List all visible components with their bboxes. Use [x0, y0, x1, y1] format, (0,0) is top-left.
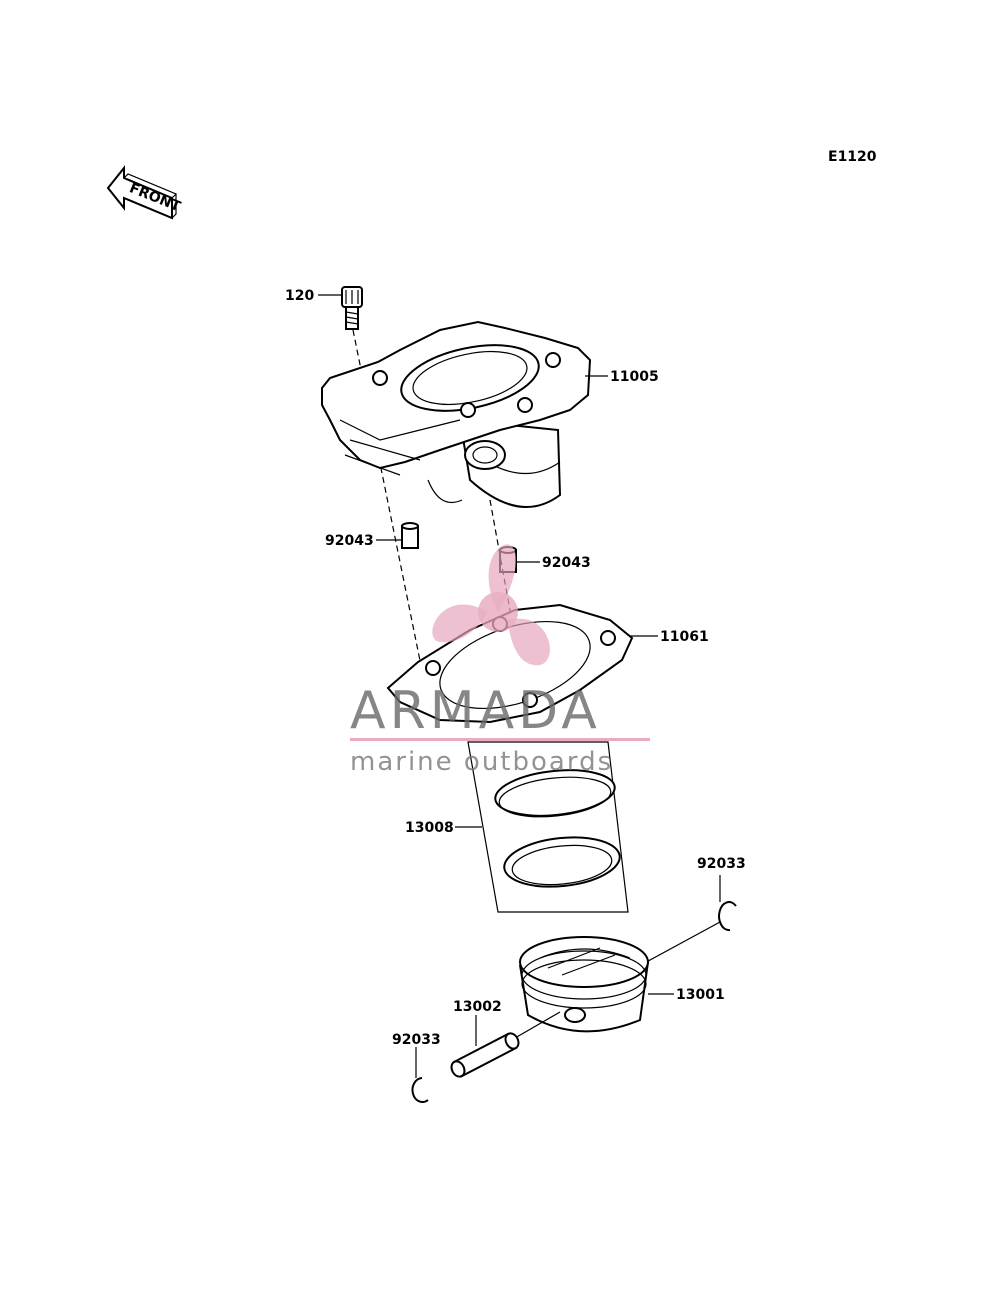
dowel-left-92043 [401, 522, 419, 549]
label-gasket: 11061 [660, 629, 709, 645]
label-piston: 13001 [676, 987, 725, 1003]
watermark: ARMADA marine outboards [350, 544, 650, 777]
diagram-code: E1120 [828, 149, 877, 165]
label-circlip-left: 92033 [392, 1032, 441, 1048]
label-piston-pin: 13002 [453, 999, 502, 1015]
propeller-logo-icon [432, 544, 550, 666]
label-ring-set: 13008 [405, 820, 454, 836]
label-dowel-left: 92043 [325, 533, 374, 549]
circlip-right-92033 [718, 901, 737, 932]
piston-rings-13008 [494, 769, 621, 888]
label-bolt: 120 [285, 288, 314, 304]
piston-pin-13002 [450, 1032, 520, 1078]
label-dowel-right: 92043 [542, 555, 591, 571]
label-cylinder: 11005 [610, 369, 659, 385]
label-circlip-right: 92033 [697, 856, 746, 872]
front-arrow-icon: FRONT [106, 165, 183, 220]
ring-set-frame [467, 741, 629, 913]
watermark-brand: ARMADA [350, 681, 601, 741]
circlip-left-92033 [411, 1077, 429, 1103]
cylinder-11005 [321, 320, 592, 508]
watermark-tagline: marine outboards [350, 747, 613, 777]
piston-13001 [519, 936, 649, 1033]
bolt-120 [341, 286, 363, 330]
